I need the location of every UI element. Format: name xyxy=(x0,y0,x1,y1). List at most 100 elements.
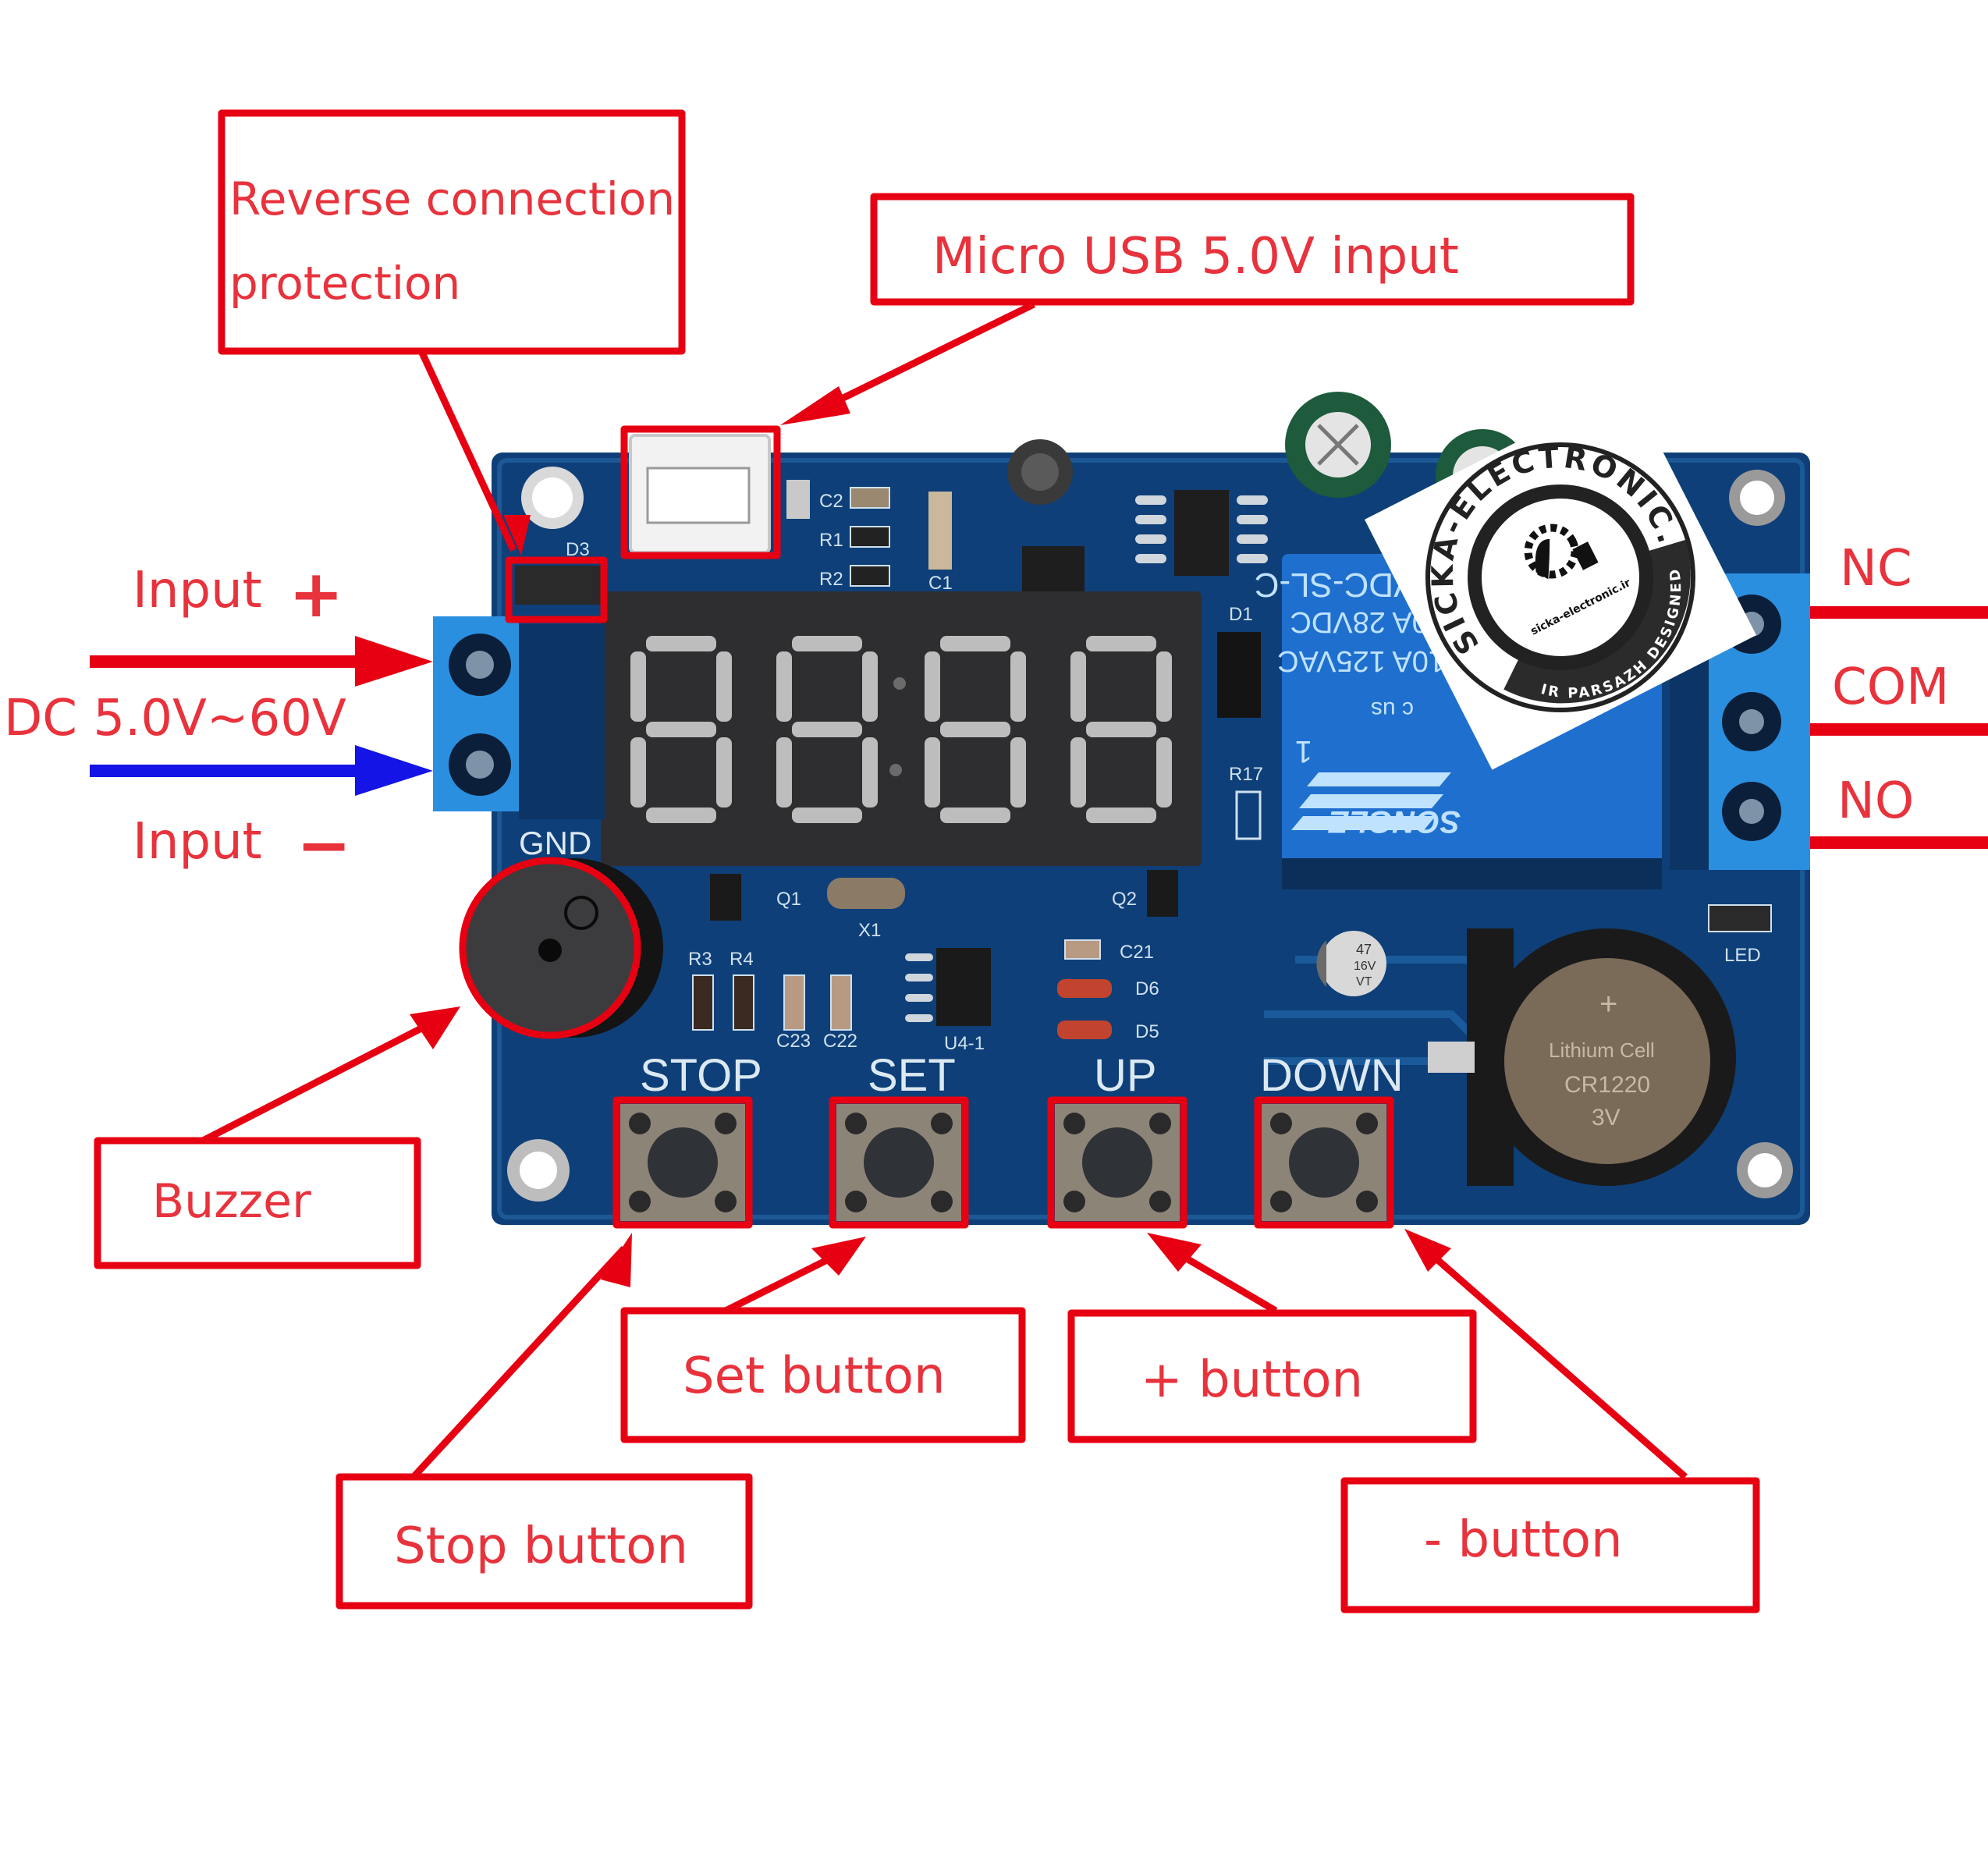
silk-d1: D1 xyxy=(1229,604,1253,625)
display-digit xyxy=(1070,636,1172,823)
button-cap[interactable] xyxy=(648,1127,718,1198)
highlight-stop-button xyxy=(612,1096,753,1229)
display-segment xyxy=(646,808,716,823)
tact-button-up[interactable] xyxy=(1055,1104,1180,1221)
leader-stop-button xyxy=(410,1245,627,1480)
battery-plus: + xyxy=(1599,987,1617,1021)
silk-c2: C2 xyxy=(819,491,843,512)
callout-reverse-protection-line1: Reverse connection xyxy=(229,172,675,225)
display-segment xyxy=(1070,737,1086,808)
power-inductor xyxy=(1007,439,1073,505)
display-segment xyxy=(862,737,878,808)
highlight-up-button xyxy=(1047,1096,1187,1229)
silk-d6: D6 xyxy=(1135,978,1159,999)
coin-cell-battery-holder: + Lithium Cell CR1220 3V xyxy=(1428,928,1736,1186)
callout-reverse-protection-line2: protection xyxy=(229,257,460,310)
display-segment xyxy=(940,808,1010,823)
silk-button-label-stop: STOP xyxy=(640,1050,762,1101)
battery-voltage: 3V xyxy=(1592,1105,1621,1131)
display-segment xyxy=(646,722,716,737)
tact-button-set[interactable] xyxy=(836,1104,961,1221)
silk-u4: U4-1 xyxy=(944,1033,985,1054)
silk-gnd: GND xyxy=(519,825,591,861)
mounting-hole-top-left xyxy=(521,467,584,529)
display-segment xyxy=(940,636,1010,651)
buzzer-arrowhead-icon xyxy=(410,1006,460,1049)
tact-button-down[interactable] xyxy=(1262,1104,1386,1221)
button-cap[interactable] xyxy=(1289,1127,1359,1198)
micro-usb-port xyxy=(629,434,810,554)
songle-logo-icon xyxy=(1291,772,1451,830)
usb-arrowhead-icon xyxy=(780,386,850,425)
smd-capacitor xyxy=(850,487,890,509)
power-terminal-block xyxy=(433,616,605,819)
highlight-set-button xyxy=(829,1096,969,1229)
transistor-q2 xyxy=(1147,870,1178,917)
callout-box-stop-button xyxy=(335,1473,753,1610)
silk-c23: C23 xyxy=(776,1031,811,1052)
silk-button-label-set: SET xyxy=(868,1050,956,1101)
button-corner-dot xyxy=(1270,1191,1292,1212)
smd-capacitor xyxy=(928,492,952,570)
transistor-q1 xyxy=(710,874,741,921)
reverse-protection-diode xyxy=(515,566,601,605)
input-plus-sign: + xyxy=(289,556,343,632)
highlight-usb-port xyxy=(620,425,781,559)
relay-label-com: COM xyxy=(1832,658,1949,716)
callout-buzzer: Buzzer xyxy=(152,1174,311,1229)
button-corner-dot xyxy=(845,1191,867,1212)
input-plus-label: Input xyxy=(133,562,262,619)
relay-pin-number: 1 xyxy=(1295,734,1312,768)
callout-box-minus-button xyxy=(1340,1477,1760,1613)
callout-micro-usb: Micro USB 5.0V input xyxy=(932,228,1459,286)
seven-segment-display xyxy=(601,591,1202,866)
silk-r2: R2 xyxy=(819,569,843,590)
silk-r1: R1 xyxy=(819,530,843,551)
button-corner-dot xyxy=(1149,1113,1171,1134)
silk-q2: Q2 xyxy=(1112,889,1137,910)
display-segment xyxy=(776,651,792,722)
crystal-x1 xyxy=(827,878,905,909)
bird-gear-logo-icon xyxy=(1524,524,1599,580)
callout-box-set-button xyxy=(620,1307,1026,1443)
colon-dot-top xyxy=(893,677,906,690)
button-corner-dot xyxy=(715,1113,737,1134)
colon-dot-bottom xyxy=(889,764,902,776)
leader-buzzer xyxy=(201,1010,451,1145)
capacitor-value: 47 xyxy=(1356,942,1372,957)
display-segment xyxy=(925,651,940,722)
resistor-r3 xyxy=(692,974,714,1031)
display-segment xyxy=(716,737,732,808)
stop-arrowhead-icon xyxy=(601,1233,632,1287)
relay-cert: c us xyxy=(1371,697,1414,722)
callout-box-reverse-protection xyxy=(218,109,686,355)
display-segment xyxy=(776,737,792,808)
button-cap[interactable] xyxy=(864,1127,934,1198)
display-digit xyxy=(925,636,1026,823)
status-led xyxy=(1708,904,1772,932)
display-segment xyxy=(1086,722,1156,737)
button-corner-dot xyxy=(845,1113,867,1134)
callout-set-button: Set button xyxy=(683,1347,946,1405)
button-cap[interactable] xyxy=(1082,1127,1152,1198)
display-segment xyxy=(1010,737,1026,808)
button-corner-dot xyxy=(1270,1113,1292,1134)
tact-button-stop[interactable] xyxy=(620,1104,745,1221)
smd-resistor xyxy=(850,565,890,587)
silk-c1: C1 xyxy=(928,573,953,594)
button-corner-dot xyxy=(1063,1191,1085,1212)
relay-rating-ac: 10A 125VAC xyxy=(1277,644,1445,677)
display-segment xyxy=(1156,737,1172,808)
regulator-chip xyxy=(1022,546,1085,593)
silk-r17: R17 xyxy=(1229,764,1263,785)
silk-c22: C22 xyxy=(823,1031,857,1052)
button-corner-dot xyxy=(629,1191,651,1212)
callout-plus-button: + button xyxy=(1141,1351,1363,1409)
callout-box-micro-usb xyxy=(870,193,1635,306)
silk-led: LED xyxy=(1724,945,1761,966)
display-digit xyxy=(776,636,878,823)
rtc-chip-pins xyxy=(905,953,933,1022)
rtc-chip-u4 xyxy=(936,948,991,1026)
display-digit xyxy=(630,636,732,823)
